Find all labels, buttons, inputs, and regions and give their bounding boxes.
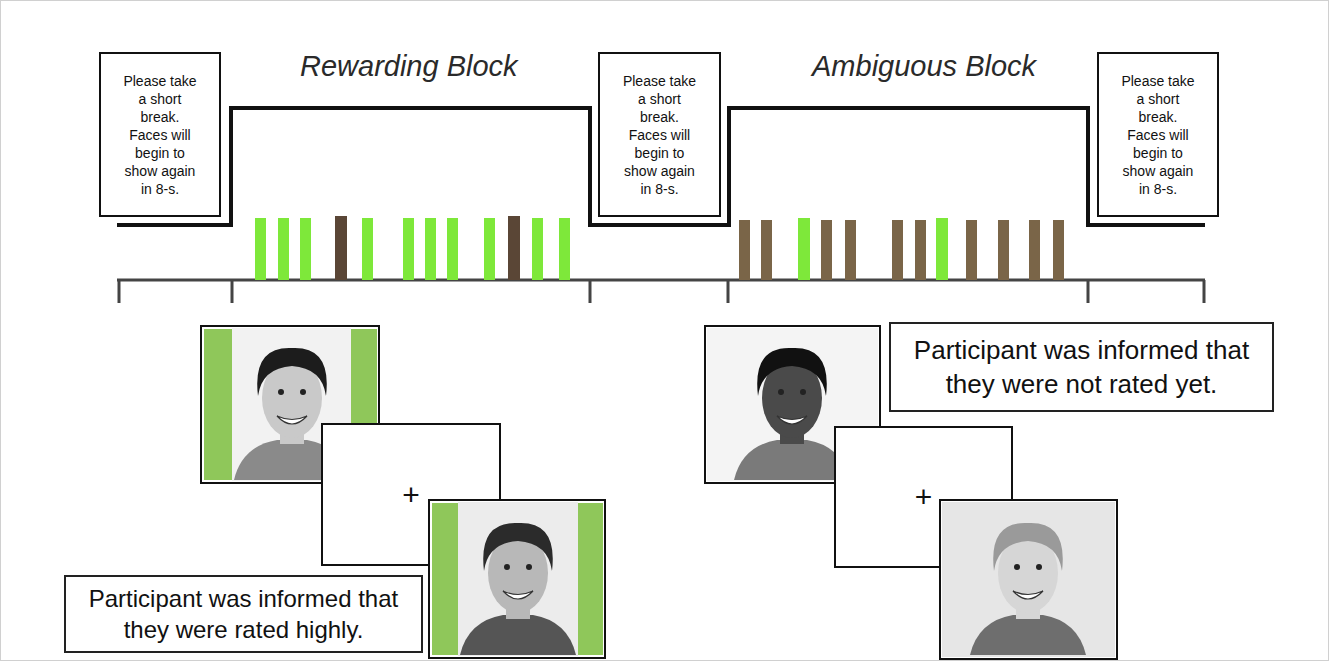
feedback-callout: Participant was informed that they were … — [64, 575, 423, 653]
trial-bars-rewarding — [255, 216, 570, 280]
face-stimulus — [940, 500, 1117, 659]
face-stimulus — [429, 500, 605, 658]
fixation-symbol: + — [915, 480, 933, 514]
trial-bars-ambiguous — [739, 218, 1064, 280]
block-title: Ambiguous Block — [812, 50, 1036, 83]
timeline-axis — [117, 280, 1205, 303]
break-instruction-box: Please take a short break. Faces will be… — [99, 52, 221, 217]
box-text: Please take a short break. Faces will be… — [620, 72, 699, 198]
feedback-callout: Participant was informed that they were … — [889, 322, 1274, 412]
box-text: Participant was informed that they were … — [78, 583, 409, 645]
fixation-symbol: + — [402, 478, 420, 512]
break-instruction-box: Please take a short break. Faces will be… — [1097, 52, 1219, 217]
block-title: Rewarding Block — [300, 50, 518, 83]
break-instruction-box: Please take a short break. Faces will be… — [598, 52, 721, 217]
box-text: Please take a short break. Faces will be… — [121, 72, 199, 198]
box-text: Participant was informed that they were … — [905, 333, 1258, 401]
box-text: Please take a short break. Faces will be… — [1119, 72, 1197, 198]
fixation-cross: + — [835, 427, 1012, 567]
fixation-cross: + — [322, 424, 500, 565]
